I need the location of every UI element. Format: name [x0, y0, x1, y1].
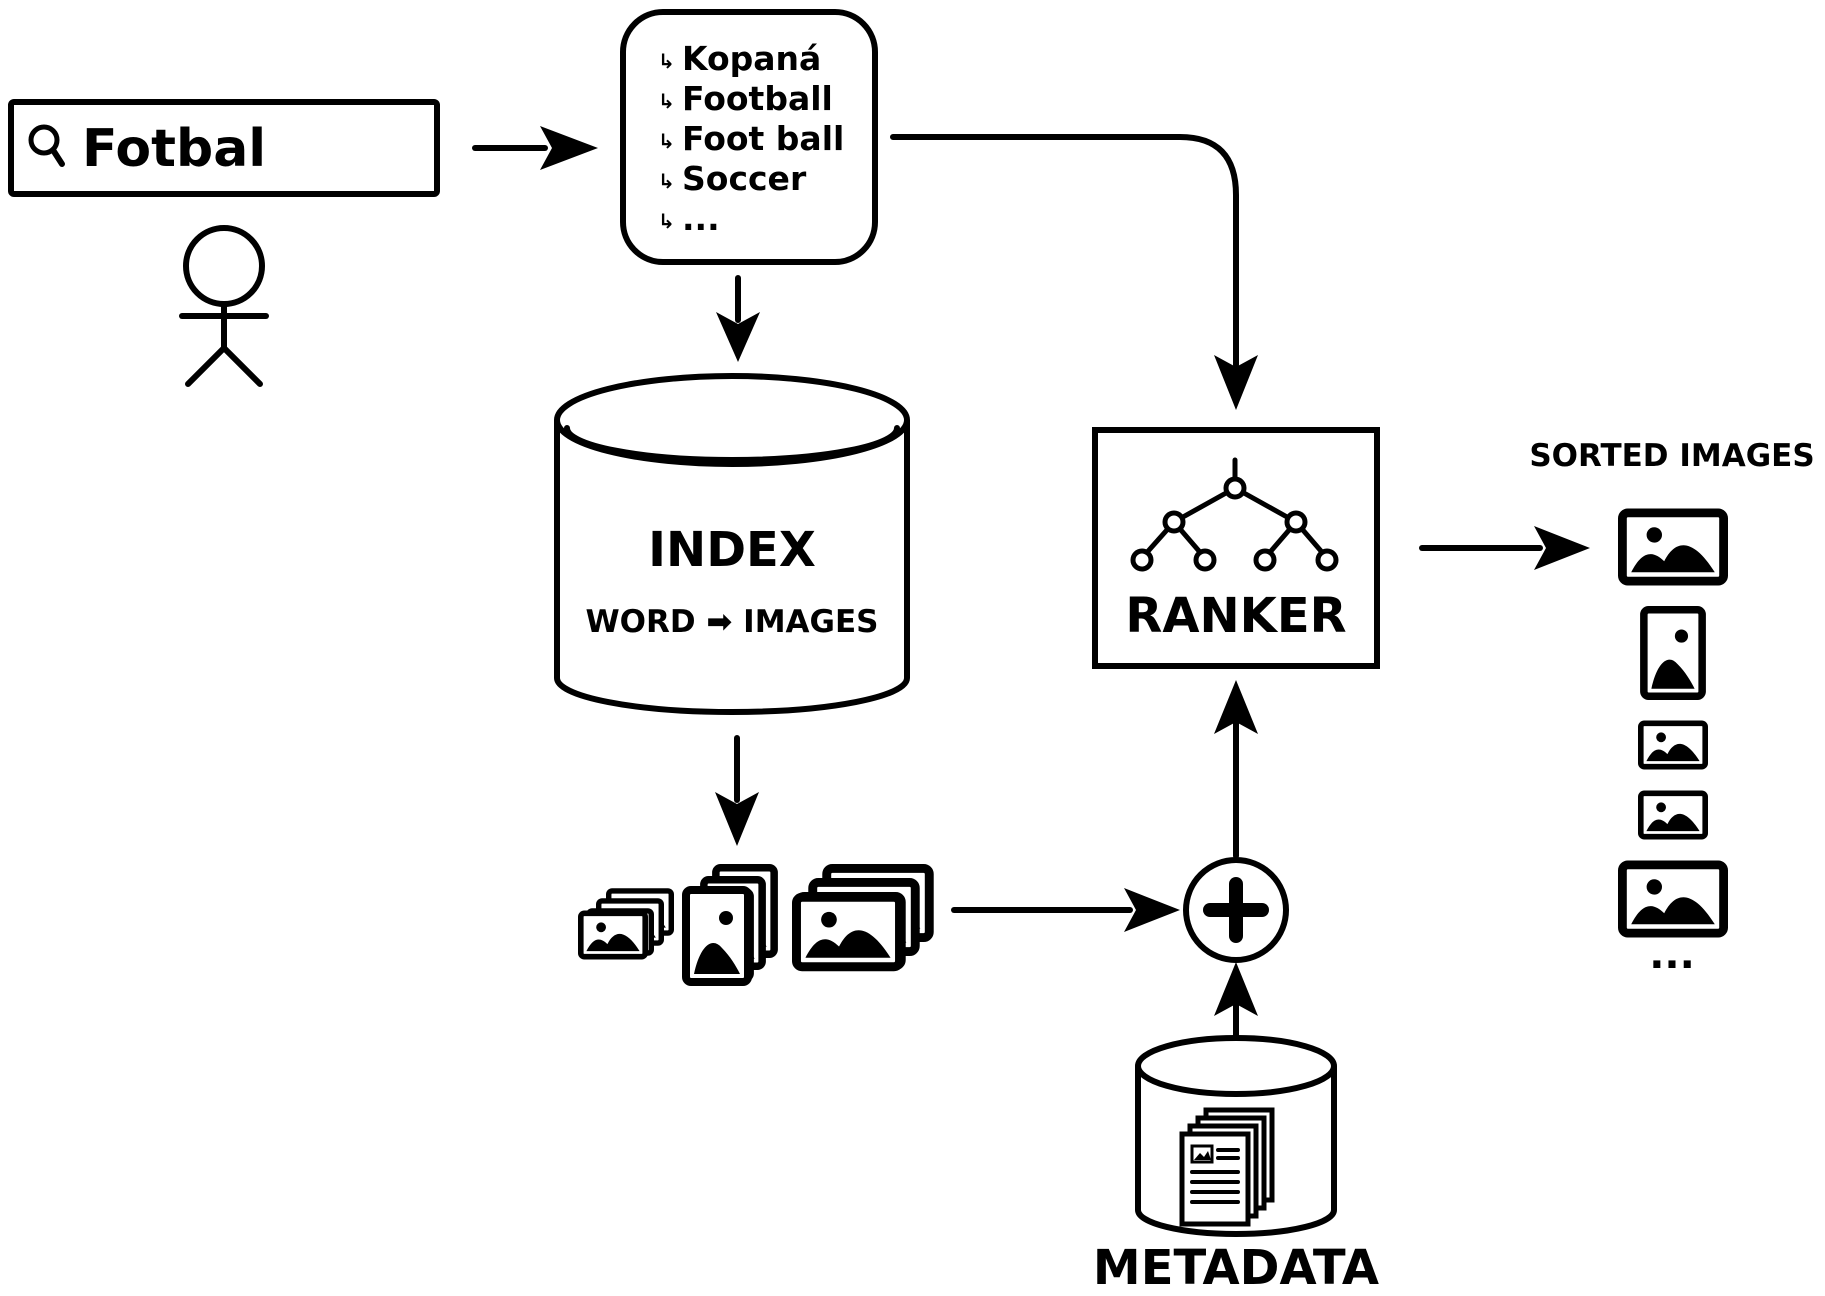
- plus-icon: [1183, 857, 1289, 963]
- arrow-expansion-to-ranker: [890, 134, 1258, 410]
- expansion-bullet: ↳: [658, 209, 675, 233]
- expansion-bullet: ↳: [658, 169, 675, 193]
- image-icon: [796, 897, 899, 966]
- user-icon: [179, 225, 269, 387]
- retrieved-images: [581, 868, 929, 982]
- arrow-images-to-combine: [951, 888, 1180, 932]
- index-subtitle: WORD ➡ IMAGES: [585, 604, 878, 640]
- arrow-expansion-to-index: [716, 275, 760, 362]
- image-stack-small: [581, 891, 671, 957]
- image-stack-large: [796, 868, 929, 966]
- query-expansion-box: ↳ Kopaná ↳ Football ↳ Foot ball ↳ Soccer…: [620, 9, 878, 265]
- document-stack-icon: [1179, 1107, 1275, 1227]
- search-icon: [28, 124, 65, 167]
- tree-icon: [1130, 457, 1339, 572]
- search-box[interactable]: Fotbal: [8, 99, 440, 197]
- image-icon: [1622, 865, 1723, 933]
- metadata-database: METADATA: [1093, 1035, 1379, 1296]
- expansion-term-list: ↳ Kopaná ↳ Football ↳ Foot ball ↳ Soccer…: [658, 39, 844, 238]
- ranker-box: RANKER: [1092, 427, 1380, 669]
- ranker-title: RANKER: [1125, 588, 1346, 644]
- expansion-term: ...: [682, 199, 720, 238]
- arrow-ranker-to-sorted: [1419, 526, 1590, 570]
- arrow-combine-to-ranker: [1214, 680, 1258, 859]
- arrow-search-to-expansion: [472, 126, 598, 170]
- image-icon: [581, 913, 645, 956]
- metadata-title: METADATA: [1093, 1240, 1379, 1296]
- sorted-images-title: SORTED IMAGES: [1529, 438, 1814, 474]
- expansion-bullet: ↳: [658, 89, 675, 113]
- image-icon: [1622, 513, 1723, 581]
- expansion-bullet: ↳: [658, 49, 675, 73]
- index-title: INDEX: [648, 522, 816, 578]
- expansion-term: Soccer: [682, 159, 807, 198]
- arrow-index-to-images: [715, 735, 759, 846]
- image-icon: [1641, 723, 1705, 766]
- image-stack-portrait: [686, 868, 774, 982]
- sorted-images: SORTED IMAGES ...: [1529, 438, 1814, 978]
- image-icon: [686, 890, 748, 982]
- expansion-term: Football: [682, 79, 833, 118]
- search-query: Fotbal: [82, 119, 266, 179]
- sorted-ellipsis: ...: [1649, 932, 1695, 978]
- image-icon: [1641, 793, 1705, 836]
- expansion-bullet: ↳: [658, 129, 675, 153]
- image-icon: [1644, 610, 1702, 696]
- index-database: INDEX WORD ➡ IMAGES: [554, 373, 910, 715]
- expansion-term: Kopaná: [682, 39, 821, 78]
- expansion-term: Foot ball: [682, 119, 844, 158]
